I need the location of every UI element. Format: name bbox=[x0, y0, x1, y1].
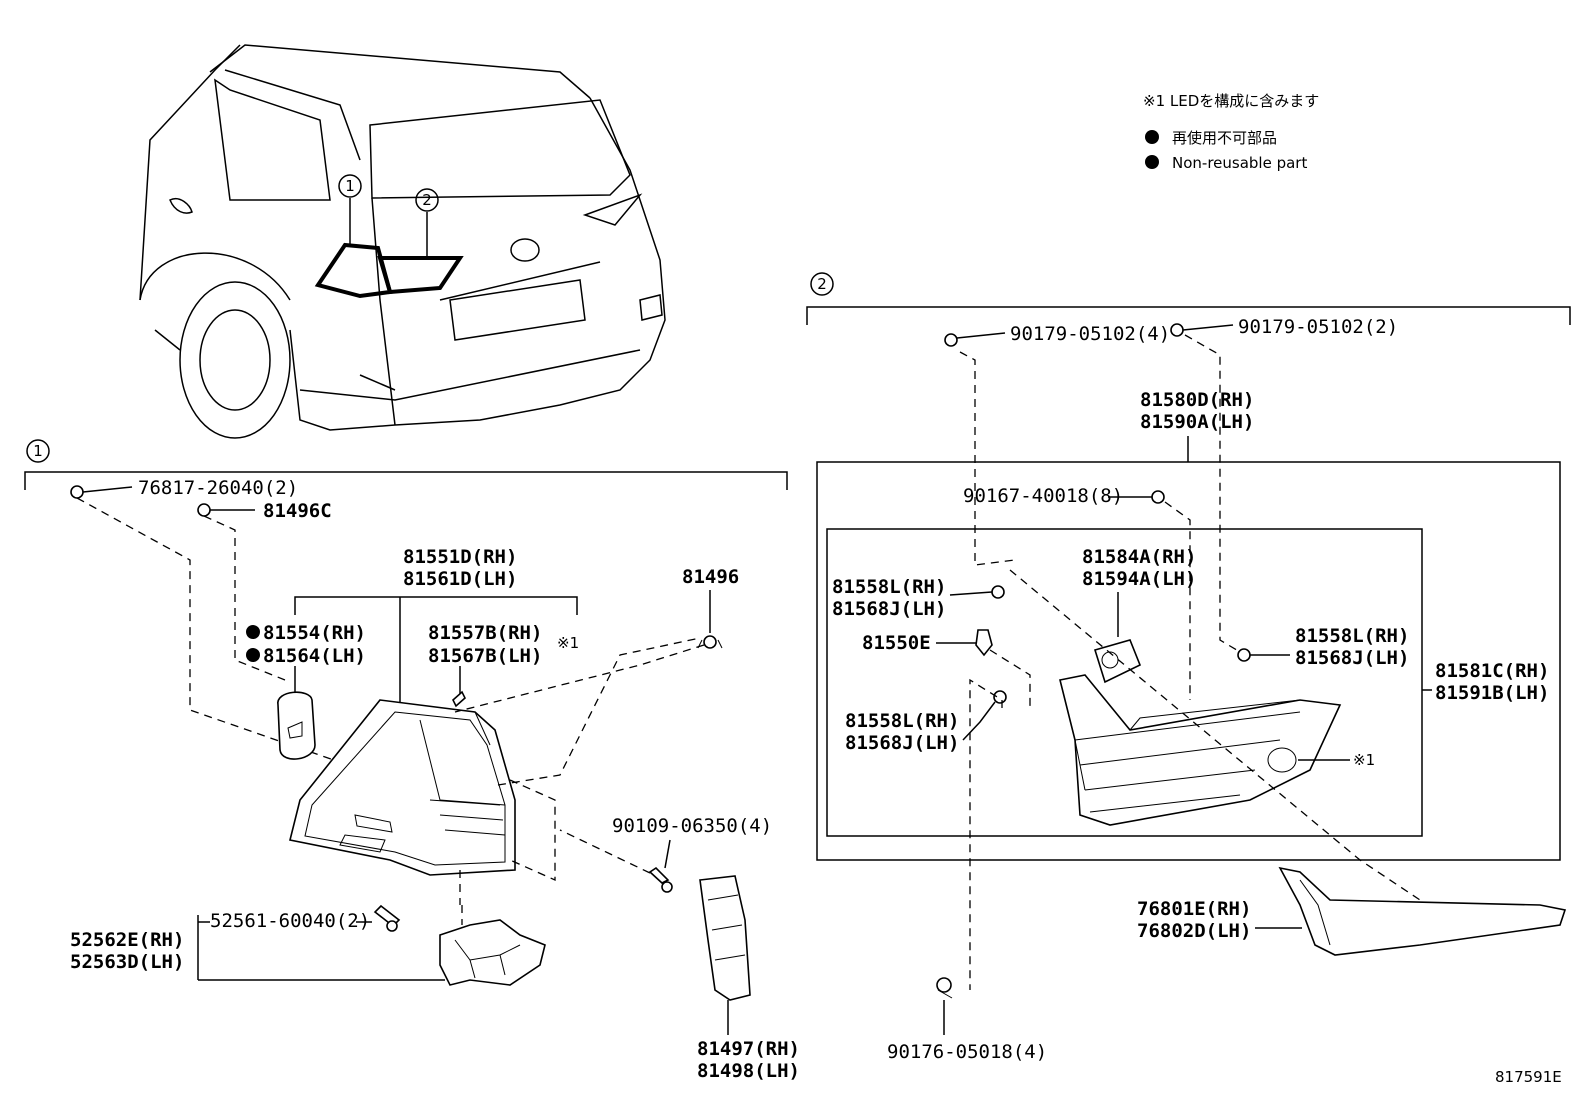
label-81591b: 81591B(LH) bbox=[1435, 682, 1549, 704]
label-81594a: 81594A(LH) bbox=[1082, 568, 1196, 590]
group-2-header: 2 bbox=[806, 272, 1571, 325]
svg-text:90179-05102(2): 90179-05102(2) bbox=[1238, 316, 1398, 338]
svg-text:1: 1 bbox=[33, 442, 43, 460]
svg-text:90176-05018(4): 90176-05018(4) bbox=[887, 1041, 1047, 1063]
svg-text:1: 1 bbox=[345, 177, 355, 195]
screw-90109: 90109-06350(4) bbox=[559, 815, 772, 893]
svg-text:81496C: 81496C bbox=[263, 500, 332, 522]
non-reusable-marker-ja bbox=[1145, 130, 1159, 144]
socket-81550e bbox=[975, 629, 993, 657]
screw-90167: 90167-40018(8) bbox=[963, 485, 1191, 700]
cover-81497: 81497(RH) 81498(LH) bbox=[697, 875, 800, 1082]
non-reusable-marker-en bbox=[1145, 155, 1159, 169]
label-81568j-c: 81568J(LH) bbox=[845, 732, 959, 754]
garnish-76801e: 76801E(RH) 76802D(LH) bbox=[1137, 866, 1567, 956]
callout-1-vehicle: 1 bbox=[338, 174, 362, 198]
svg-text:76802D(LH): 76802D(LH) bbox=[1137, 920, 1251, 942]
label-81568j-a: 81568J(LH) bbox=[832, 598, 946, 620]
svg-text:81497(RH): 81497(RH) bbox=[697, 1038, 800, 1060]
svg-text:52562E(RH): 52562E(RH) bbox=[70, 929, 184, 951]
svg-text:81496: 81496 bbox=[682, 566, 739, 588]
non-reusable-81564-marker bbox=[246, 648, 260, 662]
screw-76817: 76817-26040(2) bbox=[70, 477, 421, 791]
vehicle-rear-illustration bbox=[139, 44, 666, 439]
bracket-81551d bbox=[294, 596, 578, 615]
svg-text:76817-26040(2): 76817-26040(2) bbox=[138, 477, 298, 499]
non-reusable-label-en: Non-reusable part bbox=[1172, 154, 1307, 172]
label-81551d: 81551D(RH) bbox=[403, 546, 517, 568]
non-reusable-label-ja: 再使用不可部品 bbox=[1172, 129, 1277, 147]
label-81581c: 81581C(RH) bbox=[1435, 660, 1549, 682]
label-81561d: 81561D(LH) bbox=[403, 568, 517, 590]
svg-text:81498(LH): 81498(LH) bbox=[697, 1060, 800, 1082]
label-81568j-b: 81568J(LH) bbox=[1295, 647, 1409, 669]
assy-box-81581c bbox=[826, 528, 1423, 837]
label-81558l-b: 81558L(RH) bbox=[1295, 625, 1409, 647]
svg-text:52563D(LH): 52563D(LH) bbox=[70, 951, 184, 973]
rear-combination-lamp bbox=[289, 699, 516, 876]
label-81550e: 81550E bbox=[862, 632, 931, 654]
label-81554: 81554(RH) bbox=[263, 622, 366, 644]
label-81590a: 81590A(LH) bbox=[1140, 411, 1254, 433]
label-81580d: 81580D(RH) bbox=[1140, 389, 1254, 411]
socket-81557b bbox=[452, 690, 466, 708]
screw-90176: 90176-05018(4) bbox=[887, 977, 1047, 1063]
gasket-81554 bbox=[277, 691, 316, 760]
group-1-header: 1 bbox=[24, 439, 788, 490]
screw-90179-b: 90179-05102(2) bbox=[1170, 316, 1398, 656]
svg-text:76801E(RH): 76801E(RH) bbox=[1137, 898, 1251, 920]
label-81567b: 81567B(LH) bbox=[428, 645, 542, 667]
label-81558l-a: 81558L(RH) bbox=[832, 576, 946, 598]
back-door-lamp bbox=[1059, 674, 1342, 826]
bracket-52562e: 52561-60040(2) 52562E(RH) 52563D(LH) bbox=[70, 904, 546, 986]
svg-text:90109-06350(4): 90109-06350(4) bbox=[612, 815, 772, 837]
svg-text:2: 2 bbox=[422, 191, 432, 209]
ref1-group2: ※1 bbox=[1353, 751, 1375, 769]
clip-81496c: 81496C bbox=[197, 500, 332, 681]
svg-text:2: 2 bbox=[817, 275, 827, 293]
svg-text:90179-05102(4): 90179-05102(4) bbox=[1010, 323, 1170, 345]
callout-2-vehicle: 2 bbox=[415, 188, 439, 212]
label-81584a: 81584A(RH) bbox=[1082, 546, 1196, 568]
screw-81496: 81496 bbox=[454, 566, 739, 713]
non-reusable-81554-marker bbox=[246, 625, 260, 639]
ref1-group1: ※1 bbox=[557, 634, 579, 652]
svg-text:90167-40018(8): 90167-40018(8) bbox=[963, 485, 1123, 507]
label-81564: 81564(LH) bbox=[263, 645, 366, 667]
assy-box-81580d bbox=[816, 461, 1561, 861]
led-note: ※1 LEDを構成に含みます bbox=[1143, 92, 1319, 110]
svg-text:52561-60040(2): 52561-60040(2) bbox=[210, 910, 370, 932]
figure-id: 817591E bbox=[1495, 1068, 1562, 1086]
label-81558l-c: 81558L(RH) bbox=[845, 710, 959, 732]
label-81557b: 81557B(RH) bbox=[428, 622, 542, 644]
